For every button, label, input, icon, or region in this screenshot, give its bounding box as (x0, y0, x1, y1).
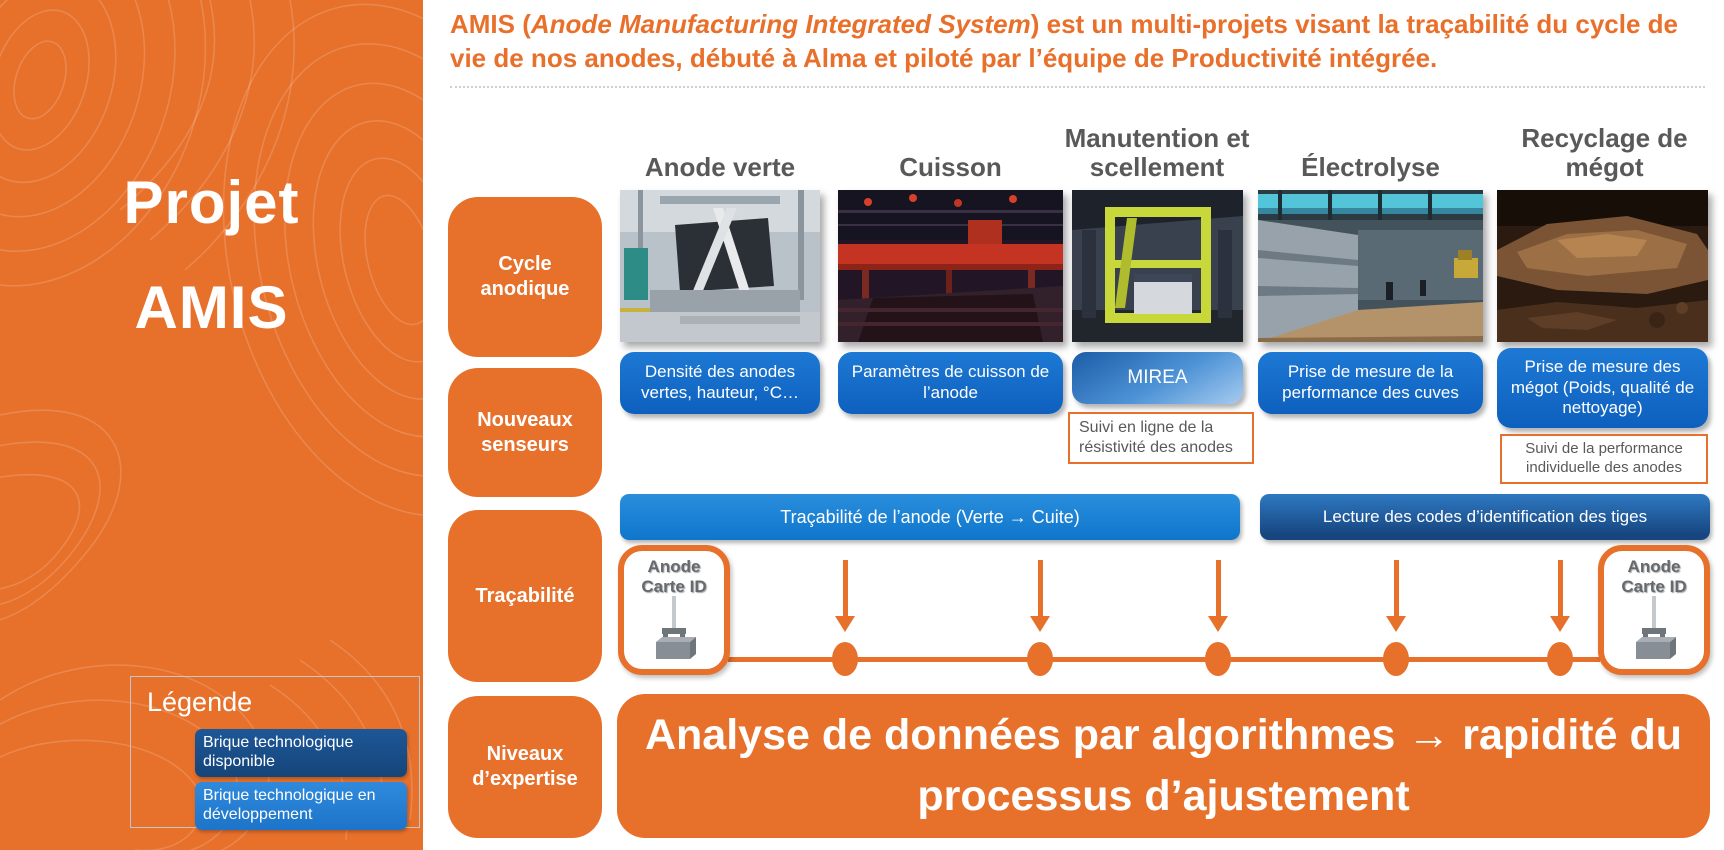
project-title: Projet AMIS (0, 150, 423, 360)
anode-carte-id-line1: Anode (647, 557, 701, 576)
column-header-manutention: Manutention et scellement (1064, 122, 1250, 182)
note-performance-individuelle: Suivi de la performance individuelle des… (1500, 434, 1708, 484)
anode-verte-photo (620, 190, 820, 342)
arrow-stem-icon (1558, 560, 1563, 618)
recyclage-megot-photo (1497, 190, 1708, 342)
sensor-caption-cuves: Prise de mesure de la performance des cu… (1258, 352, 1483, 414)
anode-carte-id-label: Anode Carte ID (641, 557, 706, 596)
trace-bar-tiges: Lecture des codes d’identification des t… (1260, 494, 1710, 540)
row-label-niveaux-expertise: Niveaux d’expertise (448, 696, 602, 838)
anode-carte-id-line2: Carte ID (641, 576, 707, 596)
project-title-line2: AMIS (134, 274, 289, 341)
anode-stub-icon (1636, 596, 1676, 660)
sensor-caption-megot: Prise de mesure des mégot (Poids, qualit… (1497, 348, 1708, 428)
timeline-dot-icon (832, 642, 858, 676)
arrow-head-icon (1550, 616, 1570, 632)
arrow-head-icon (1386, 616, 1406, 632)
anode-carte-id-card-left: Anode Carte ID (618, 545, 730, 675)
slide-description-italic: Anode Manufacturing Integrated System (530, 9, 1031, 39)
sensor-caption-cuisson: Paramètres de cuisson de l’anode (838, 352, 1063, 414)
sidebar: Projet AMIS Légende Brique technologique… (0, 0, 423, 850)
header-divider (450, 86, 1705, 88)
column-header-electrolyse: Électrolyse (1301, 151, 1440, 182)
arrow-stem-icon (1216, 560, 1221, 618)
slide-description-prefix: AMIS ( (450, 9, 531, 39)
timeline-line (728, 657, 1600, 662)
timeline-dot-icon (1205, 642, 1231, 676)
legend-item-available: Brique technologique disponible (195, 729, 407, 777)
row-label-nouveaux-senseurs: Nouveaux senseurs (448, 368, 602, 497)
topographic-pattern-icon (0, 0, 423, 850)
arrow-head-icon (1208, 616, 1228, 632)
legend: Légende Brique technologique disponible … (130, 676, 420, 830)
column-header-anode-verte: Anode verte (644, 151, 796, 182)
anode-carte-id-line2: Carte ID (1621, 576, 1687, 596)
anode-stub-icon (656, 596, 696, 660)
recyclage-photo-art (1497, 190, 1708, 342)
manutention-photo-art (1072, 190, 1243, 342)
note-resistivite: Suivi en ligne de la résistivité des ano… (1068, 412, 1254, 464)
sensor-caption-densite: Densité des anodes vertes, hauteur, °C… (620, 352, 820, 414)
column-header-recyclage: Recyclage de mégot (1521, 122, 1688, 182)
arrow-head-icon (1030, 616, 1050, 632)
anode-carte-id-label: Anode Carte ID (1621, 557, 1686, 596)
slide-description: AMIS (Anode Manufacturing Integrated Sys… (450, 8, 1705, 76)
electrolyse-photo (1258, 190, 1483, 342)
manutention-scellement-photo (1072, 190, 1243, 342)
trace-bar-anode: Traçabilité de l’anode (Verte → Cuite) (620, 494, 1240, 540)
legend-title: Légende (147, 687, 253, 717)
row-label-cycle-anodique: Cycle anodique (448, 197, 602, 357)
cuisson-photo (838, 190, 1063, 342)
legend-items: Brique technologique disponible Brique t… (195, 729, 407, 830)
expertise-banner: Analyse de données par algorithmes → rap… (617, 694, 1710, 838)
legend-item-in-development: Brique technologique en développement (195, 781, 407, 830)
arrow-stem-icon (1394, 560, 1399, 618)
electrolyse-photo-art (1258, 190, 1483, 342)
slide-description-suffix: ) est un multi-projets visant la traçabi… (450, 9, 1679, 73)
arrow-head-icon (835, 616, 855, 632)
anode-carte-id-card-right: Anode Carte ID (1598, 545, 1710, 675)
arrow-stem-icon (1038, 560, 1043, 618)
row-label-tracabilite: Traçabilité (448, 510, 602, 682)
arrow-stem-icon (843, 560, 848, 618)
timeline-dot-icon (1547, 642, 1573, 676)
project-title-line1: Projet (123, 169, 300, 236)
timeline-dot-icon (1027, 642, 1053, 676)
anode-carte-id-line1: Anode (1627, 557, 1681, 576)
cuisson-photo-art (838, 190, 1063, 342)
sensor-caption-mirea: MIREA (1072, 352, 1243, 404)
column-header-cuisson: Cuisson (899, 151, 1002, 182)
anode-verte-photo-art (620, 190, 820, 342)
timeline-dot-icon (1383, 642, 1409, 676)
